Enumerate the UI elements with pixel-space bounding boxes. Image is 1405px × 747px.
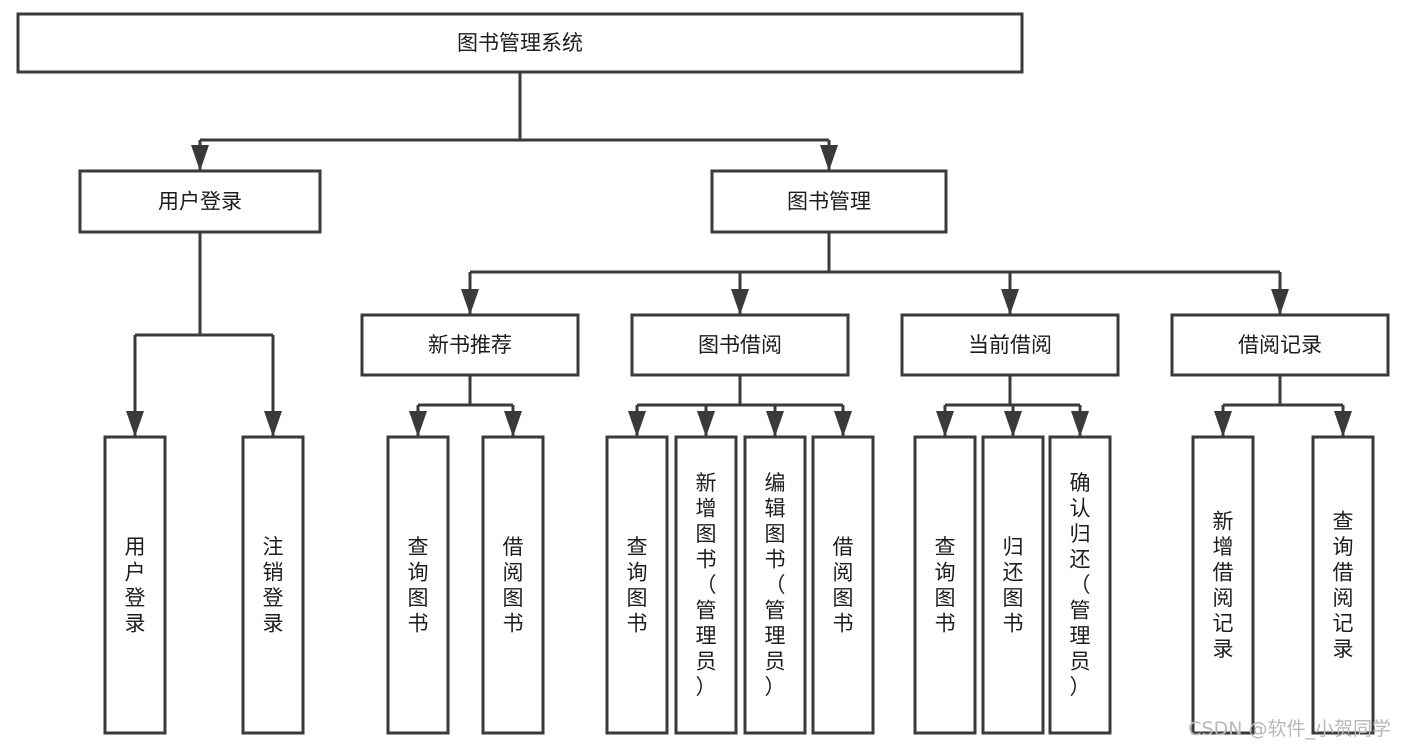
node-leaf-1-注销登录-label: 注销登录 (263, 535, 284, 636)
node-l3-图书借阅-box (630, 313, 850, 377)
node-leaf-5-新增图书（管理员）-box (674, 435, 738, 735)
node-leaf-9-归还图书-box (981, 435, 1045, 735)
node-leaf-1-注销登录[interactable]: 注销登录 (241, 435, 305, 735)
node-l2-图书管理-box (710, 169, 948, 234)
node-l3-图书借阅-label: 图书借阅 (698, 333, 782, 357)
arrow-head-icon (461, 289, 479, 315)
node-l3-当前借阅-box (900, 313, 1120, 377)
arrow-head-icon (820, 145, 838, 171)
node-leaf-8-查询图书-label: 查询图书 (935, 535, 956, 636)
node-l3-图书借阅[interactable]: 图书借阅 (630, 313, 850, 377)
node-l3-借阅记录-label: 借阅记录 (1238, 333, 1322, 357)
arrow-head-icon (264, 411, 282, 437)
arrow-head-icon (1004, 411, 1022, 437)
node-l3-借阅记录[interactable]: 借阅记录 (1170, 313, 1390, 377)
node-root-图书管理系统[interactable]: 图书管理系统 (16, 12, 1024, 74)
node-leaf-4-查询图书-box (605, 435, 669, 735)
csdn-watermark: CSDN @软件_小贺同学 (1188, 718, 1391, 740)
arrow-head-icon (191, 145, 209, 171)
connector-lines (126, 72, 1352, 437)
arrow-head-icon (834, 411, 852, 437)
node-l3-新书推荐-box (360, 313, 580, 377)
arrow-head-icon (766, 411, 784, 437)
node-leaf-5-新增图书（管理员）-label: 新增图书（管理员） (696, 471, 717, 699)
arrow-head-icon (1334, 411, 1352, 437)
node-l3-借阅记录-box (1170, 313, 1390, 377)
node-root-图书管理系统-box (16, 12, 1024, 74)
node-leaf-9-归还图书-label: 归还图书 (1003, 535, 1024, 636)
node-l3-当前借阅-label: 当前借阅 (968, 333, 1052, 357)
node-leaf-2-查询图书-box (386, 435, 450, 735)
node-l3-新书推荐-label: 新书推荐 (428, 333, 512, 357)
node-leaf-0-用户登录-box (103, 435, 167, 735)
arrow-head-icon (697, 411, 715, 437)
node-leaf-3-借阅图书-label: 借阅图书 (503, 535, 524, 636)
node-leaf-6-编辑图书（管理员）-label: 编辑图书（管理员） (765, 471, 786, 699)
arrow-head-icon (628, 411, 646, 437)
node-leaf-7-借阅图书[interactable]: 借阅图书 (811, 435, 875, 735)
node-leaf-11-新增借阅记录[interactable]: 新增借阅记录 (1191, 435, 1255, 735)
node-l2-用户登录-label: 用户登录 (158, 190, 242, 214)
node-leaf-11-新增借阅记录-label: 新增借阅记录 (1213, 509, 1234, 661)
node-leaf-4-查询图书-label: 查询图书 (627, 535, 648, 636)
diagram-nodes: 图书管理系统用户登录图书管理新书推荐图书借阅当前借阅借阅记录用户登录注销登录查询… (16, 12, 1390, 735)
node-leaf-4-查询图书[interactable]: 查询图书 (605, 435, 669, 735)
node-leaf-7-借阅图书-label: 借阅图书 (833, 535, 854, 636)
arrow-head-icon (126, 411, 144, 437)
node-l2-用户登录[interactable]: 用户登录 (78, 169, 322, 234)
node-leaf-12-查询借阅记录-label: 查询借阅记录 (1333, 509, 1354, 661)
arrow-head-icon (409, 411, 427, 437)
node-leaf-0-用户登录-label: 用户登录 (125, 535, 146, 636)
node-leaf-2-查询图书-label: 查询图书 (408, 535, 429, 636)
arrow-head-icon (1214, 411, 1232, 437)
node-l2-图书管理[interactable]: 图书管理 (710, 169, 948, 234)
node-leaf-9-归还图书[interactable]: 归还图书 (981, 435, 1045, 735)
arrow-head-icon (731, 289, 749, 315)
node-l3-当前借阅[interactable]: 当前借阅 (900, 313, 1120, 377)
node-l3-新书推荐[interactable]: 新书推荐 (360, 313, 580, 377)
arrow-head-icon (936, 411, 954, 437)
node-leaf-8-查询图书[interactable]: 查询图书 (913, 435, 977, 735)
node-leaf-3-借阅图书[interactable]: 借阅图书 (481, 435, 545, 735)
node-leaf-10-确认归还（管理员）-label: 确认归还（管理员） (1070, 471, 1091, 699)
node-leaf-0-用户登录[interactable]: 用户登录 (103, 435, 167, 735)
node-leaf-5-新增图书（管理员）[interactable]: 新增图书（管理员） (674, 435, 738, 735)
node-leaf-12-查询借阅记录-box (1311, 435, 1375, 735)
node-leaf-1-注销登录-box (241, 435, 305, 735)
node-leaf-6-编辑图书（管理员）-box (743, 435, 807, 735)
node-l2-用户登录-box (78, 169, 322, 234)
arrow-head-icon (1001, 289, 1019, 315)
arrow-head-icon (1071, 411, 1089, 437)
arrow-head-icon (1271, 289, 1289, 315)
node-leaf-10-确认归还（管理员）-box (1048, 435, 1112, 735)
node-root-图书管理系统-label: 图书管理系统 (457, 31, 583, 55)
arrow-head-icon (504, 411, 522, 437)
node-leaf-6-编辑图书（管理员）[interactable]: 编辑图书（管理员） (743, 435, 807, 735)
node-leaf-2-查询图书[interactable]: 查询图书 (386, 435, 450, 735)
node-leaf-8-查询图书-box (913, 435, 977, 735)
node-leaf-11-新增借阅记录-box (1191, 435, 1255, 735)
node-leaf-3-借阅图书-box (481, 435, 545, 735)
node-leaf-7-借阅图书-box (811, 435, 875, 735)
node-l2-图书管理-label: 图书管理 (787, 190, 871, 214)
node-leaf-12-查询借阅记录[interactable]: 查询借阅记录 (1311, 435, 1375, 735)
node-leaf-10-确认归还（管理员）[interactable]: 确认归还（管理员） (1048, 435, 1112, 735)
